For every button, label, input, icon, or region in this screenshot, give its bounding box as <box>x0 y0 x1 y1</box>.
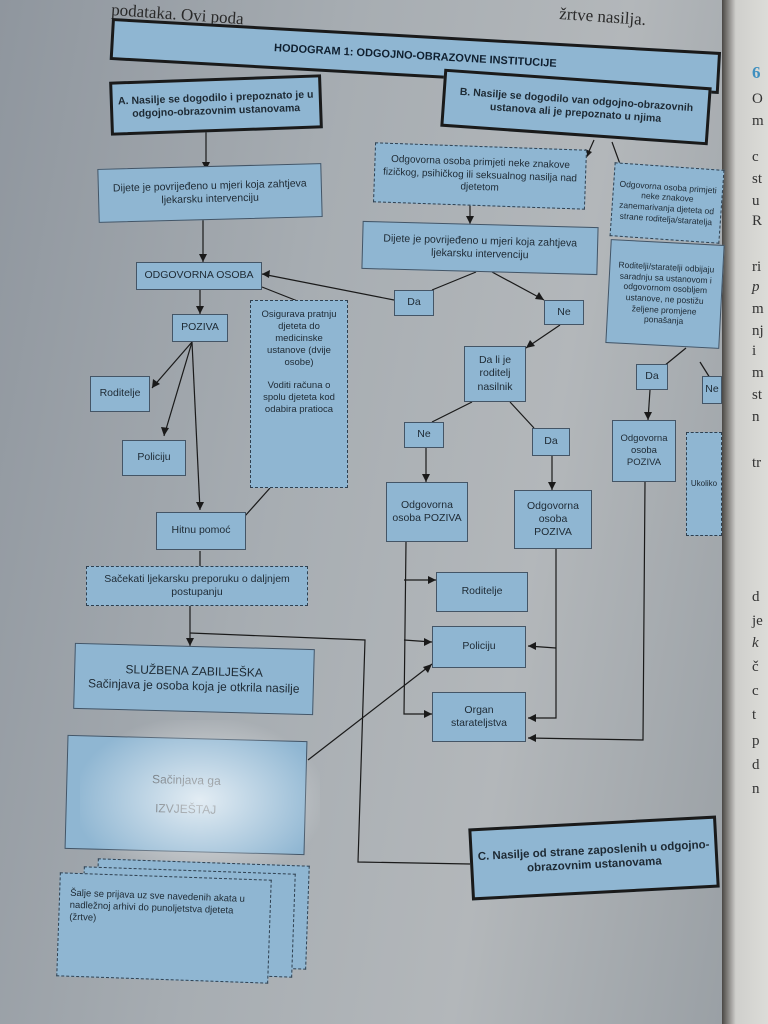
right-resp-calls-box: Odgovorna osoba POZIVA <box>612 420 676 482</box>
next-page-letter-19: č <box>752 659 759 675</box>
next-page-letter-18: k <box>752 635 759 651</box>
right-no-box: Ne <box>702 376 722 404</box>
middle-parents-box: Roditelje <box>436 572 528 612</box>
next-page-letter-3: c <box>752 149 759 165</box>
connector-lines <box>151 130 711 865</box>
middle-injury-box: Dijete je povrijeđeno u mjeri koja zahtj… <box>361 220 599 276</box>
left-police-box: Policiju <box>122 440 186 476</box>
next-page-letter-2: m <box>752 113 764 129</box>
await-advice-box: Sačekati ljekarsku preporuku o daljnjem … <box>86 566 308 606</box>
next-page-letter-5: u <box>752 193 760 209</box>
right-yes-box: Da <box>636 364 668 390</box>
middle-resp-calls-2-box: Odgovorna osoba POZIVA <box>514 490 592 549</box>
next-page-letter-24: n <box>752 781 760 797</box>
next-page-edge <box>722 0 768 1024</box>
middle-yes-box: Da <box>394 290 434 316</box>
report-box: Sačinjava ga IZVJEŠTAJ <box>64 734 308 856</box>
ambulance-box: Hitnu pomoć <box>156 512 246 550</box>
next-page-letter-9: m <box>752 301 764 317</box>
left-parents-box: Roditelje <box>90 376 150 412</box>
section-c-header: C. Nasilje od strane zaposlenih u odgojn… <box>468 815 720 901</box>
left-injury-box: Dijete je povrijeđeno u mjeri koja zahtj… <box>97 163 323 223</box>
report-box-text: Sačinjava ga <box>151 772 221 788</box>
next-page-letter-15: tr <box>752 455 762 471</box>
parent-abuser-box: Da li je roditelj nasilnik <box>464 346 526 402</box>
next-page-letter-7: ri <box>752 259 762 275</box>
next-page-letter-22: p <box>752 733 760 749</box>
next-page-letter-20: c <box>752 683 759 699</box>
next-page-letter-12: m <box>752 365 764 381</box>
next-page-letter-1: O <box>752 91 763 107</box>
official-note-text: Sačinjava je osoba koja je otkrila nasil… <box>87 676 300 696</box>
next-page-letter-14: n <box>752 409 760 425</box>
middle-yes-2-box: Da <box>532 428 570 456</box>
escort-note-box: Osigurava pratnju djeteta do medicinske … <box>250 300 348 488</box>
right-neglect-box: Odgovorna osoba primjeti neke znakove za… <box>609 162 725 244</box>
middle-resp-calls-1-box: Odgovorna osoba POZIVA <box>386 482 468 542</box>
left-calls-box: POZIVA <box>172 314 228 342</box>
next-page-letter-16: d <box>752 589 760 605</box>
next-page-letter-6: R <box>752 213 763 229</box>
next-page-letter-17: je <box>752 613 763 629</box>
escort-note-text-1: Osigurava pratnju djeteta do medicinske … <box>261 309 337 368</box>
next-page-letter-13: st <box>752 387 763 403</box>
next-page-letter-21: t <box>752 707 757 723</box>
right-refuse-box: Roditelji/staratelji odbijaju saradnju s… <box>605 239 725 349</box>
next-page-letter-11: i <box>752 343 757 359</box>
next-page-letter-0: 6 <box>752 63 761 82</box>
left-responsible-box: ODGOVORNA OSOBA <box>136 262 262 290</box>
document-stack-front: Šalje se prijava uz sve navedenih akata … <box>56 872 272 984</box>
official-note-box: SLUŽBENA ZABILJEŠKA Sačinjava je osoba k… <box>73 642 315 716</box>
next-page-letter-23: d <box>752 757 760 773</box>
escort-note-text-2: Voditi računa o spolu djeteta kod odabir… <box>263 380 335 416</box>
next-page-letter-10: nj <box>752 323 764 339</box>
next-page-letter-4: st <box>752 171 763 187</box>
middle-noticed-box: Odgovorna osoba primjeti neke znakove fi… <box>373 142 587 210</box>
middle-no-box: Ne <box>544 300 584 325</box>
section-a-header: A. Nasilje se dogodilo i prepoznato je u… <box>109 74 323 136</box>
middle-police-box: Policiju <box>432 626 526 668</box>
guardianship-box: Organ starateljstva <box>432 692 526 742</box>
middle-no-2-box: Ne <box>404 422 444 448</box>
next-page-letter-8: p <box>752 279 760 295</box>
report-box-label: IZVJEŠTAJ <box>154 801 217 817</box>
right-partial-box: Ukoliko <box>686 432 722 536</box>
